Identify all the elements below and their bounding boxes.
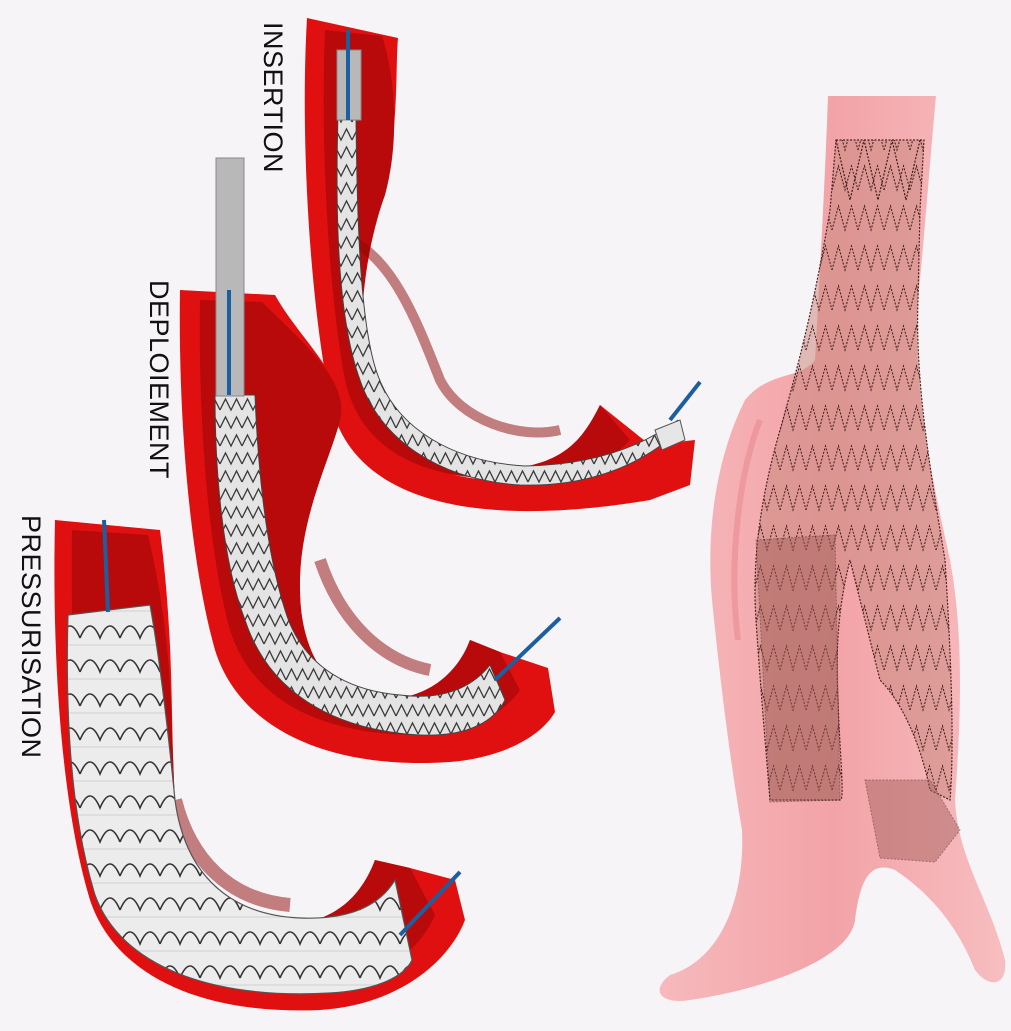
label-deploiement: DEPLOIEMENT [145,280,172,479]
vessel-insertion [305,18,695,511]
label-insertion: INSERTION [259,22,286,173]
label-pressurisation: PRESSURISATION [17,515,44,759]
